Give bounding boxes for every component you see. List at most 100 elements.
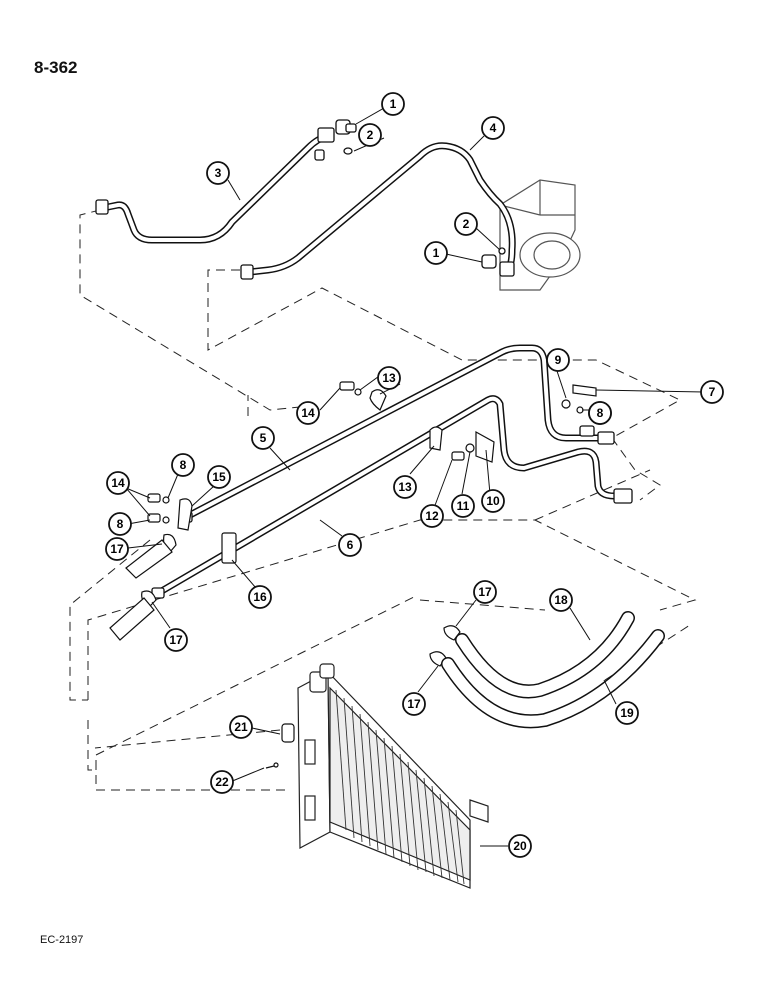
callout-number: 17: [478, 585, 492, 599]
figure-code: EC-2197: [40, 934, 84, 946]
callout-number: 13: [382, 371, 396, 385]
callout-number: 19: [620, 706, 634, 720]
callout-nut: 9: [546, 348, 570, 372]
callout-number: 20: [513, 839, 527, 853]
callout-washer: 8: [108, 512, 132, 536]
callout-circle: [251, 426, 275, 450]
callout-elbow-fitting: 1: [424, 241, 448, 265]
callout-circle: [171, 453, 195, 477]
callout-number: 10: [486, 494, 500, 508]
condenser: [297, 663, 489, 889]
callout-number: 14: [111, 476, 125, 490]
callout-number: 8: [117, 517, 124, 531]
callout-valve-core: 22: [210, 770, 234, 794]
callout-bolt: 14: [106, 471, 130, 495]
callout-number: 8: [180, 458, 187, 472]
callout-number: 7: [709, 385, 716, 399]
callout-circle: [381, 92, 405, 116]
callout-number: 13: [398, 480, 412, 494]
callout-hose: 19: [615, 701, 639, 725]
callout-number: 18: [554, 593, 568, 607]
callout-upper-tube: 5: [251, 426, 275, 450]
line-3-suction: [104, 132, 332, 244]
callout-washer: 11: [451, 494, 475, 518]
elbow-fitting-upper: [335, 119, 357, 155]
callout-circle: [393, 475, 417, 499]
callout-circle: [508, 834, 532, 858]
callout-circle: [454, 212, 478, 236]
callout-number: 2: [367, 128, 374, 142]
callout-bracket: 7: [700, 380, 724, 404]
callout-bolt: 12: [420, 504, 444, 528]
callout-number: 14: [301, 406, 315, 420]
page-number: 8-362: [34, 58, 78, 77]
callout-clamp: 13: [393, 475, 417, 499]
callout-circle: [546, 348, 570, 372]
callout-circle: [338, 533, 362, 557]
callout-number: 15: [212, 470, 226, 484]
tube-6-fittings: [151, 488, 633, 599]
callout-bolt: 14: [296, 401, 320, 425]
callout-o-ring: 2: [454, 212, 478, 236]
callout-circle: [206, 161, 230, 185]
callout-circle: [164, 628, 188, 652]
callout-number: 17: [169, 633, 183, 647]
callout-circle: [481, 116, 505, 140]
line-4-discharge: [246, 142, 516, 276]
callout-suction-line: 3: [206, 161, 230, 185]
callout-number: 4: [490, 121, 497, 135]
callout-discharge-line: 4: [481, 116, 505, 140]
callout-number: 9: [555, 353, 562, 367]
callout-clamp: 17: [473, 580, 497, 604]
callout-number: 22: [215, 775, 229, 789]
callout-cap: 21: [229, 715, 253, 739]
callout-circle: [615, 701, 639, 725]
callout-circle: [700, 380, 724, 404]
callout-number: 11: [457, 499, 470, 513]
callout-washer: 8: [588, 401, 612, 425]
callout-hose: 18: [549, 588, 573, 612]
callout-number: 17: [110, 542, 124, 556]
callout-circle: [106, 471, 130, 495]
callout-number: 16: [253, 590, 267, 604]
callout-bracket: 10: [481, 489, 505, 513]
callout-circle: [481, 489, 505, 513]
callout-number: 5: [260, 431, 267, 445]
callout-circle: [210, 770, 234, 794]
callout-number: 6: [347, 538, 354, 552]
callout-circle: [207, 465, 231, 489]
callout-number: 1: [390, 97, 397, 111]
callout-circle: [473, 580, 497, 604]
callout-circle: [229, 715, 253, 739]
line-4-fittings: [240, 247, 515, 280]
callout-washer: 8: [171, 453, 195, 477]
hose-stubs: [109, 539, 173, 641]
callout-number: 2: [463, 217, 470, 231]
tube-6: [156, 395, 618, 596]
tube-5: [186, 344, 604, 519]
callout-o-ring: 2: [358, 123, 382, 147]
tube-5-fittings: [179, 425, 615, 523]
callout-circle: [248, 585, 272, 609]
compressor: [499, 179, 581, 291]
callout-bracket: 16: [248, 585, 272, 609]
callout-elbow-fitting: 1: [381, 92, 405, 116]
callout-circle: [402, 692, 426, 716]
callout-circle: [420, 504, 444, 528]
callout-circle: [588, 401, 612, 425]
callout-labels: 1234219878131451312111081514817616171718…: [105, 92, 724, 858]
callout-circle: [424, 241, 448, 265]
callout-circle: [296, 401, 320, 425]
callout-number: 17: [407, 697, 421, 711]
callout-number: 3: [215, 166, 222, 180]
callout-circle: [549, 588, 573, 612]
callout-clamp: 17: [105, 537, 129, 561]
callout-circle: [105, 537, 129, 561]
callout-lower-tube: 6: [338, 533, 362, 557]
callout-clamp: 17: [164, 628, 188, 652]
line-3-fittings: [95, 127, 335, 215]
callout-number: 21: [234, 720, 248, 734]
callout-clamp: 17: [402, 692, 426, 716]
cap-and-valve: [265, 723, 295, 769]
